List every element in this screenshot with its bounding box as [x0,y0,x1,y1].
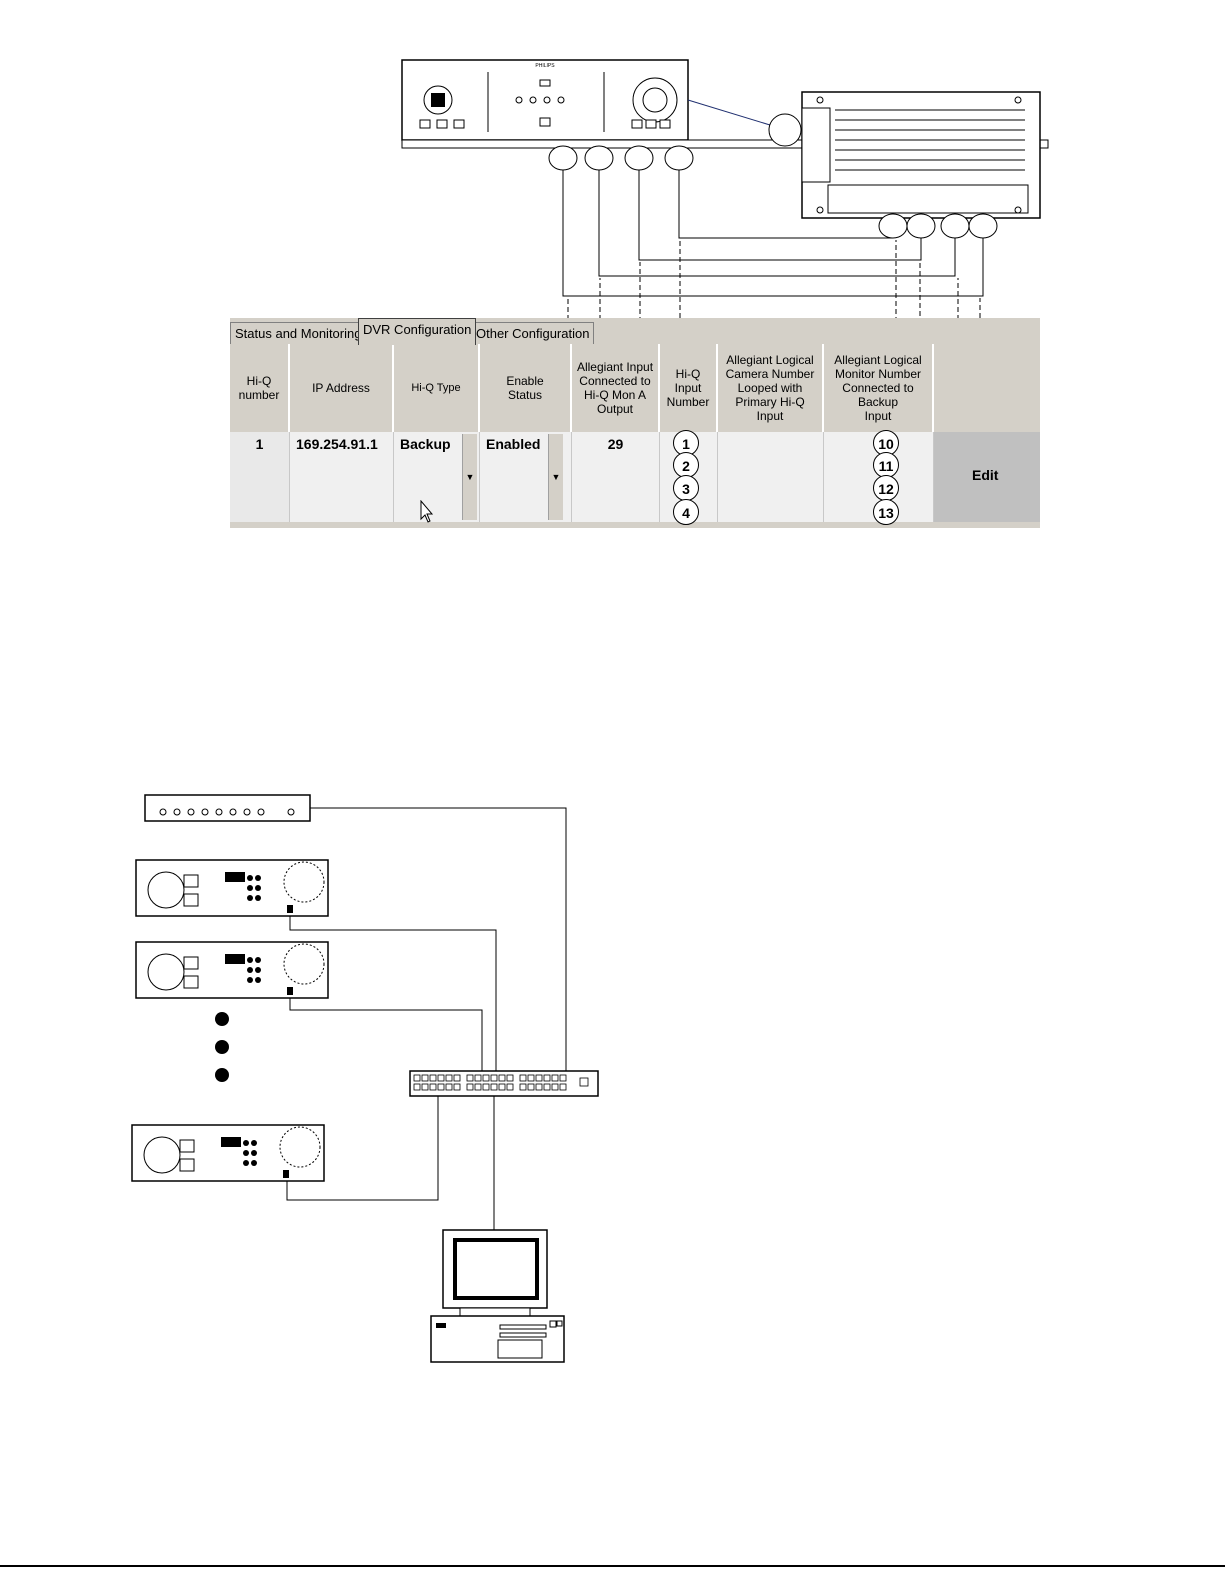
monitor-number-12: 12 [873,475,899,501]
ellipsis-dot [215,1012,229,1026]
hiq-input-3: 3 [673,475,699,501]
cell-ip-address[interactable]: 169.254.91.1 [290,432,394,522]
col-hiq-type: Hi-Q Type [394,344,480,432]
chevron-down-icon[interactable]: ▼ [462,434,477,520]
hiq-input-4: 4 [673,499,699,525]
col-allegiant-input: Allegiant Input Connected to Hi-Q Mon A … [572,344,660,432]
port-circle [968,213,998,239]
port-circle [940,213,970,239]
dvr-unit-2 [135,941,329,999]
col-ip-address: IP Address [290,344,394,432]
port-circle [906,213,936,239]
ellipsis-dot [215,1068,229,1082]
col-enable-status: Enable Status [480,344,572,432]
network-switch [409,1070,599,1097]
ellipsis-dot [215,1040,229,1054]
cell-hiq-number: 1 [230,432,290,522]
allegiant-switcher [801,91,1041,219]
mouse-cursor-icon [420,500,434,523]
tab-status-monitoring[interactable]: Status and Monitoring [230,322,367,345]
dvr-unit-3 [131,1124,325,1182]
port-circle [664,145,694,171]
col-logical-camera: Allegiant Logical Camera Number Looped w… [718,344,824,432]
tab-dvr-configuration[interactable]: DVR Configuration [358,318,477,345]
col-logical-monitor: Allegiant Logical Monitor Number Connect… [824,344,934,432]
col-hiq-number: Hi-Q number [230,344,290,432]
port-circle [584,145,614,171]
dvr-unit-1 [135,859,329,917]
cell-logical-camera[interactable] [718,432,824,522]
computer-workstation [430,1229,565,1363]
tab-other-configuration[interactable]: Other Configuration [471,322,595,345]
port-circle [548,145,578,171]
link-circle [768,113,802,147]
cell-allegiant-input[interactable]: 29 [572,432,660,522]
page-footer-rule [0,1565,1225,1567]
chevron-down-icon[interactable]: ▼ [548,434,563,520]
control-keyboard [401,59,1049,149]
port-circle [624,145,654,171]
monitor-number-10: 10 [873,430,899,456]
monitor-number-11: 11 [873,452,899,478]
router-device [144,794,311,822]
dvr-config-panel: Status and Monitoring DVR Configuration … [230,318,1040,528]
connection-diagram-top: PHILIPS [401,59,1049,513]
network-diagram [131,794,599,1363]
edit-button[interactable]: Edit [934,432,1040,522]
edit-label: Edit [972,467,999,483]
port-circle [878,213,908,239]
monitor-number-13: 13 [873,499,899,525]
brand-label: PHILIPS [535,63,555,69]
col-hiq-input-number: Hi-Q Input Number [660,344,718,432]
